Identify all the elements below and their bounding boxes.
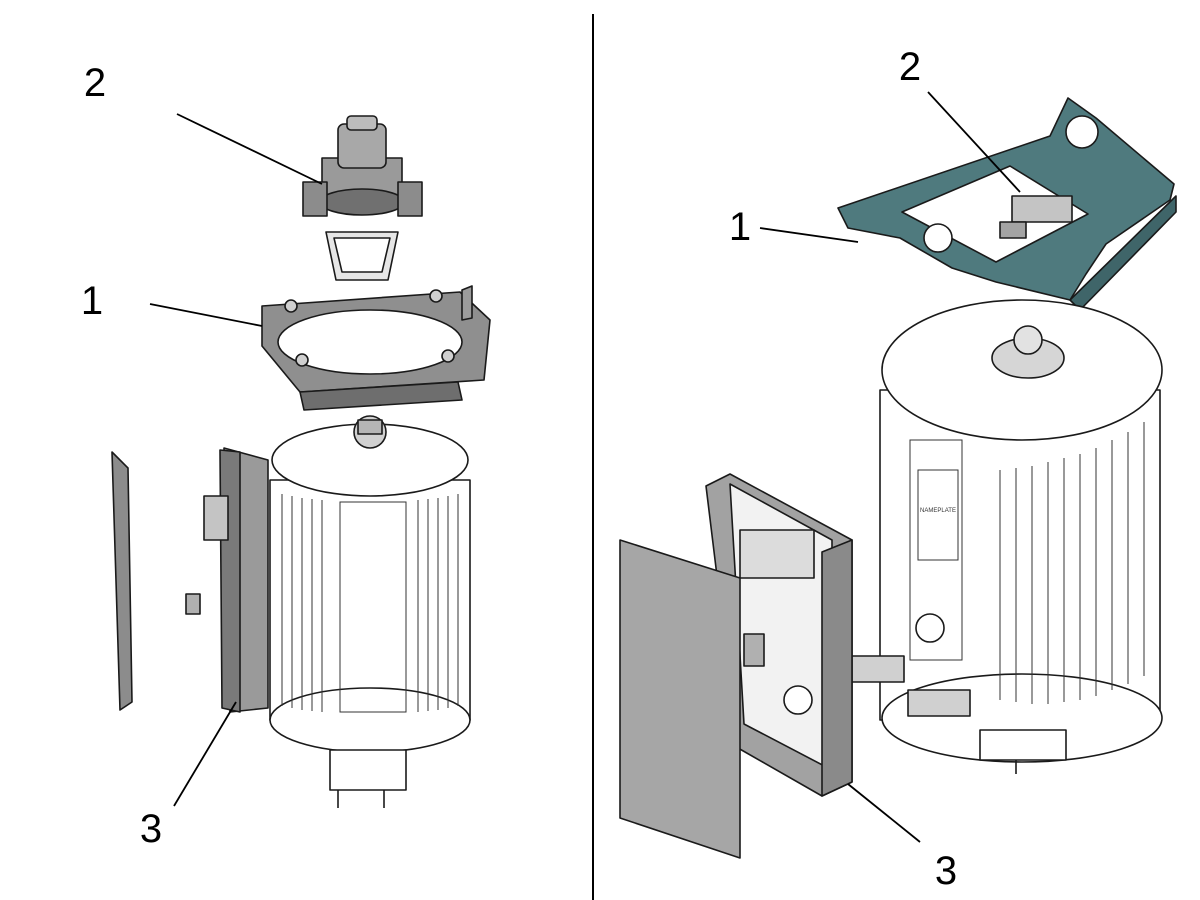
right-terminal-cover (619, 539, 741, 859)
left-callout-2: 2 (84, 61, 106, 105)
left-terminal-cover (111, 451, 133, 711)
right-callout-2: 2 (899, 45, 921, 89)
right-motor-body: NAMEPLATE (841, 299, 1163, 774)
left-leader-1 (149, 303, 263, 327)
right-view: NAMEPLATE 2 1 3 (619, 45, 1177, 893)
left-part-2-sensor (302, 115, 423, 281)
left-leader-3 (173, 701, 237, 807)
left-part-1-bracket (261, 285, 491, 411)
right-callout-1: 1 (729, 205, 751, 249)
right-leader-2 (927, 91, 1021, 193)
right-leader-3 (847, 783, 921, 843)
left-callout-3: 3 (140, 807, 162, 851)
left-callout-1: 1 (81, 279, 103, 323)
right-part-1-bracket (837, 97, 1177, 311)
left-part-3-terminal-box (185, 447, 269, 713)
right-nameplate-text: NAMEPLATE (920, 508, 956, 514)
left-motor-body (269, 415, 471, 808)
left-view: 2 1 3 (81, 61, 491, 851)
right-leader-1 (759, 227, 859, 243)
left-leader-2 (176, 113, 323, 185)
right-callout-3: 3 (935, 849, 957, 893)
